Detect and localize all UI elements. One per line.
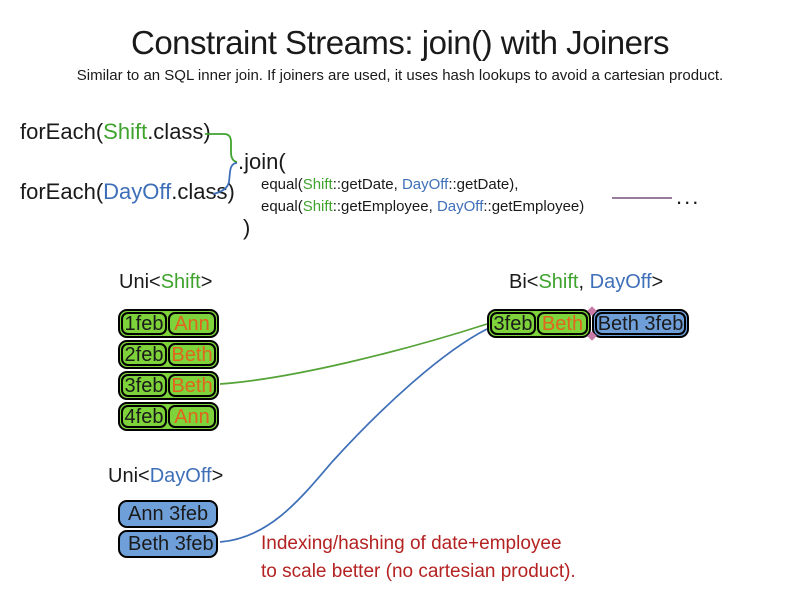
shift-employee-cell: Beth: [168, 374, 216, 397]
shift-type-token: Shift: [160, 271, 201, 293]
shift-employee-cell: Ann: [168, 312, 216, 335]
shift-type-token: Shift: [538, 271, 579, 293]
code-text: ::getDate,: [332, 176, 402, 193]
uni-dayoff-label: Uni<DayOff>: [108, 465, 223, 488]
code-joiner-date: equal(Shift::getDate, DayOff::getDate),: [261, 176, 518, 193]
label-text: ,: [578, 271, 590, 293]
bi-dayoff-cell: Beth 3feb: [595, 312, 686, 335]
dayoff-row-to-bi-line: [219, 328, 488, 543]
annotation-line-1: Indexing/hashing of date+employee: [261, 533, 562, 554]
shift-class-token: Shift: [103, 119, 148, 144]
code-text: equal(: [261, 198, 303, 215]
code-text: ::getEmployee): [483, 198, 585, 215]
shift-row-2feb-beth: 2feb Beth: [118, 340, 219, 369]
shift-date-cell: 4feb: [121, 405, 167, 428]
label-text: >: [200, 271, 213, 293]
page-title: Constraint Streams: join() with Joiners: [130, 24, 670, 61]
shift-employee-cell: Beth: [168, 343, 216, 366]
shift-class-token: Shift: [302, 198, 333, 215]
dayoff-class-token: DayOff: [103, 179, 172, 204]
code-text: forEach(: [20, 179, 104, 204]
label-text: Uni<: [119, 271, 161, 293]
dayoff-row-ann-3feb: Ann 3feb: [118, 500, 218, 528]
bi-row-dayoff-part: Beth 3feb: [592, 309, 689, 338]
code-joiner-employee: equal(Shift::getEmployee, DayOff::getEmp…: [261, 198, 584, 215]
dayoff-class-token: DayOff: [401, 176, 449, 193]
annotation-line-2: to scale better (no cartesian product).: [261, 561, 576, 582]
shift-class-token: Shift: [302, 176, 333, 193]
shift-date-cell: 2feb: [121, 343, 167, 366]
shift-row-3feb-beth: 3feb Beth: [118, 371, 219, 400]
code-join-open: .join(: [238, 149, 286, 174]
label-text: Bi<: [509, 271, 539, 293]
bi-date-cell: 3feb: [490, 312, 536, 335]
code-foreach-dayoff: forEach(DayOff.class): [20, 179, 235, 205]
dayoff-class-token: DayOff: [436, 198, 484, 215]
shift-date-cell: 3feb: [121, 374, 167, 397]
uni-shift-label: Uni<Shift>: [119, 271, 212, 294]
shift-row-to-bi-line: [219, 323, 488, 385]
code-join-close: ): [243, 215, 251, 240]
code-text: .class): [147, 119, 211, 144]
dayoff-type-token: DayOff: [589, 271, 652, 293]
bi-shift-dayoff-label: Bi<Shift, DayOff>: [509, 271, 663, 294]
shift-date-cell: 1feb: [121, 312, 167, 335]
code-text: ::getDate),: [448, 176, 519, 193]
code-text: ::getEmployee,: [332, 198, 437, 215]
dayoff-type-token: DayOff: [149, 465, 212, 487]
more-joiners-ellipsis: ...: [676, 184, 701, 209]
label-text: Uni<: [108, 465, 150, 487]
page-subtitle: Similar to an SQL inner join. If joiners…: [76, 67, 724, 84]
code-text: equal(: [261, 176, 303, 193]
bi-row-shift-part: 3feb Beth: [487, 309, 591, 338]
shift-row-1feb-ann: 1feb Ann: [118, 309, 219, 338]
shift-row-4feb-ann: 4feb Ann: [118, 402, 219, 431]
code-text: .class): [171, 179, 235, 204]
label-text: >: [651, 271, 664, 293]
code-foreach-shift: forEach(Shift.class): [20, 119, 211, 145]
shift-employee-cell: Ann: [168, 405, 216, 428]
label-text: >: [211, 465, 224, 487]
bi-employee-cell: Beth: [537, 312, 588, 335]
dayoff-row-beth-3feb: Beth 3feb: [118, 530, 218, 558]
code-text: forEach(: [20, 119, 104, 144]
